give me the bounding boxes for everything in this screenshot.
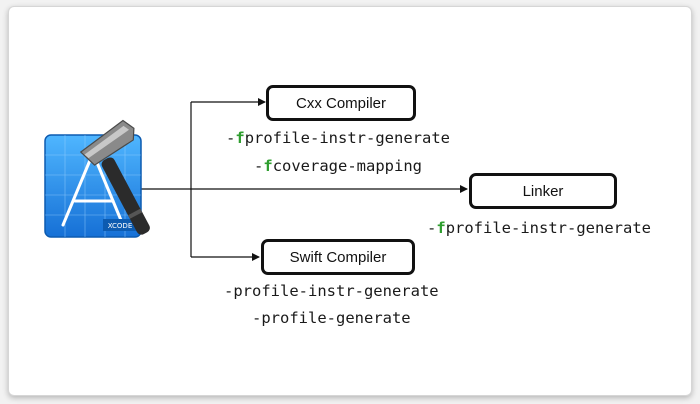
cxx-flag-2: -fcoverage-mapping <box>254 157 422 175</box>
xcode-icon: XCODE <box>41 115 173 247</box>
swift-compiler-label: Swift Compiler <box>289 248 387 266</box>
swift-compiler-box: Swift Compiler <box>261 239 415 275</box>
swift-flag-2: -profile-generate <box>252 309 411 327</box>
connector-lines <box>135 98 468 261</box>
xcode-badge-text: XCODE <box>108 222 133 230</box>
cxx-flag-1: -fprofile-instr-generate <box>226 129 450 147</box>
cxx-compiler-box: Cxx Compiler <box>266 85 416 121</box>
linker-label: Linker <box>522 182 564 200</box>
linker-flag-1: -fprofile-instr-generate <box>427 219 651 237</box>
linker-box: Linker <box>469 173 617 209</box>
swift-flag-1: -profile-instr-generate <box>224 282 439 300</box>
slide-canvas: XCODE Cxx Compiler -fprofile-instr-gener… <box>8 6 692 396</box>
cxx-compiler-label: Cxx Compiler <box>295 94 386 112</box>
